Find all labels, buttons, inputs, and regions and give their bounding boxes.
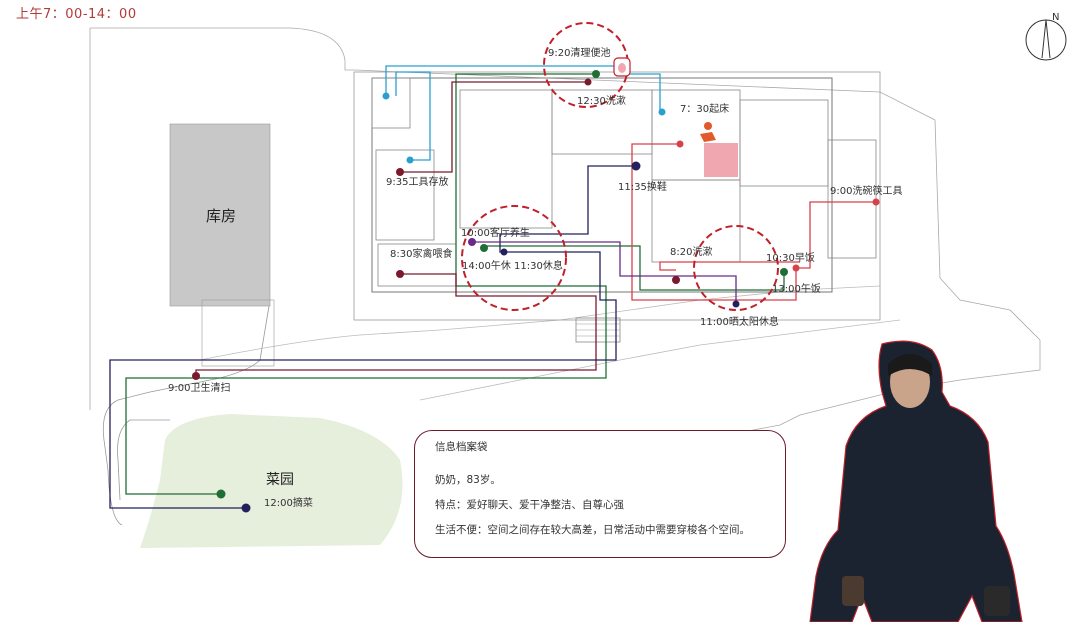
marker-cyan-bedroom <box>658 108 666 116</box>
marker-maroon-wash <box>672 276 680 284</box>
marker-green-lunch <box>780 268 788 276</box>
info-inconvenience: 生活不便：空间之间存在较大高差，日常活动中需要穿梭各个空间。 <box>435 524 750 536</box>
label-sun-rest: 11:00晒太阳休息 <box>700 315 779 328</box>
info-profile: 奶奶，83岁。 <box>435 474 501 486</box>
label-dishes: 9:00洗碗筷工具 <box>830 184 902 197</box>
garden-label: 菜园 <box>266 472 294 488</box>
label-wash: 8:20洗漱 <box>670 246 712 258</box>
route-red <box>631 143 876 301</box>
garden-area <box>140 414 403 548</box>
road-outline-2 <box>419 319 901 401</box>
room-store <box>375 149 435 241</box>
marker-purple-living <box>468 238 476 246</box>
marker-navy-shoes <box>631 161 641 171</box>
info-card-title: 信息档案袋 <box>435 441 488 453</box>
marker-maroon-yard <box>192 372 200 380</box>
marker-green-garden <box>216 489 226 499</box>
info-card: 信息档案袋 奶奶，83岁。 特点：爱好聊天、爱干净整洁、自尊心强 生活不便：空间… <box>414 430 786 558</box>
marker-navy-living <box>500 248 508 256</box>
marker-red-side <box>872 198 880 206</box>
shed-outline <box>201 299 275 367</box>
route-red-2 <box>659 261 800 271</box>
label-lunch: 13:00午饭 <box>772 282 821 295</box>
building-outline <box>353 71 881 321</box>
bed <box>704 143 738 177</box>
highlight-circle-living <box>461 205 567 311</box>
label-living-room-rest: 10:00客厅养生 <box>461 226 530 239</box>
marker-cyan-store <box>406 156 414 164</box>
path-outline <box>102 299 271 526</box>
marker-maroon-poultry <box>396 270 404 278</box>
room-east <box>739 99 829 187</box>
marker-red-kitchen <box>792 264 800 272</box>
label-yard-cleaning: 9:00卫生清扫 <box>168 381 230 394</box>
road-outline <box>199 285 881 361</box>
marker-green-living <box>480 244 488 252</box>
marker-green-toilet <box>592 70 600 78</box>
house-main <box>371 77 833 293</box>
label-feed-poultry: 8:30家禽喂食 <box>390 247 452 260</box>
label-change-shoes: 11:35换鞋 <box>618 180 667 193</box>
label-rest: 11:30休息 <box>514 259 563 272</box>
elderly-woman-photo <box>809 340 1023 622</box>
marker-maroon-store <box>396 168 404 176</box>
toilet-icon <box>613 57 631 77</box>
room-living <box>459 89 553 229</box>
compass-icon: N <box>1025 12 1067 61</box>
label-wake-up: 7：30起床 <box>680 102 729 115</box>
route-maroon <box>400 81 588 173</box>
marker-maroon-toilet <box>584 78 592 86</box>
compass-label: N <box>1052 12 1059 23</box>
marker-red-bed <box>676 140 684 148</box>
route-cyan-2 <box>395 71 431 161</box>
room-side <box>827 139 877 259</box>
route-purple <box>472 241 737 304</box>
route-green <box>125 73 607 495</box>
warehouse-block <box>169 123 271 307</box>
route-maroon-2 <box>195 273 597 376</box>
label-vegetables: 12:00摘菜 <box>264 496 313 509</box>
label-nap: 14:00午休 <box>462 259 511 272</box>
time-range-label: 上午7：00-14：00 <box>16 7 137 22</box>
marker-purple-sun <box>732 300 740 308</box>
label-clean-toilet: 9:20清理便池 <box>548 46 610 59</box>
marker-navy-garden <box>241 503 251 513</box>
highlight-circle-kitchen <box>693 225 779 311</box>
marker-cyan-wc <box>382 92 390 100</box>
label-wash-face: 12:30洗漱 <box>577 95 626 107</box>
route-green-2 <box>484 245 785 291</box>
route-navy <box>109 165 636 509</box>
label-breakfast: 10:30早饭 <box>766 252 815 264</box>
warehouse-label: 库房 <box>206 207 236 225</box>
label-tool-storage: 9:35工具存放 <box>386 175 448 188</box>
path-outline-inner <box>117 419 170 501</box>
person-waking-icon <box>700 122 716 142</box>
info-traits: 特点：爱好聊天、爱干净整洁、自尊心强 <box>435 499 624 511</box>
room-wc <box>371 77 411 129</box>
